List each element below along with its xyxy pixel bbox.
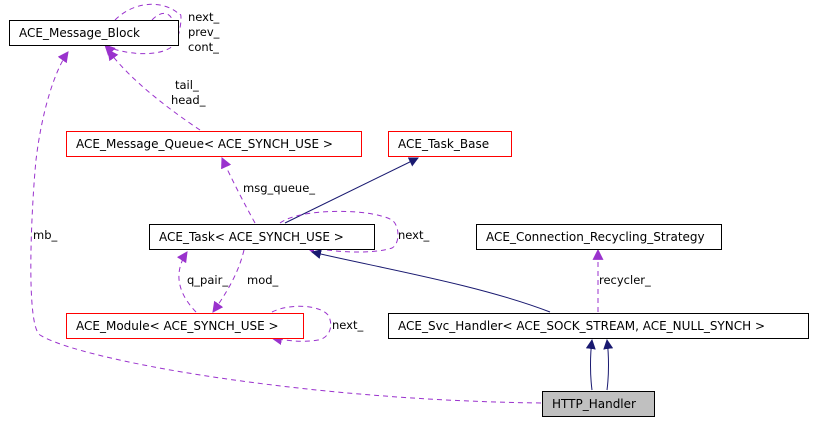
edge-label-mod: mod_	[247, 273, 279, 287]
edge-label-module-next: next_	[332, 318, 364, 332]
node-ace-module[interactable]: ACE_Module< ACE_SYNCH_USE >	[66, 313, 304, 339]
node-http-handler[interactable]: HTTP_Handler	[542, 391, 655, 417]
edge-module-self	[270, 305, 332, 345]
node-ace-task[interactable]: ACE_Task< ACE_SYNCH_USE >	[149, 224, 375, 250]
edge-http-to-svc-2	[603, 339, 614, 391]
node-label: ACE_Module< ACE_SYNCH_USE >	[76, 319, 279, 333]
node-label: ACE_Message_Block	[19, 26, 141, 40]
edge-label-q-pair: q_pair_	[187, 273, 229, 287]
node-ace-connection-recycling-strategy[interactable]: ACE_Connection_Recycling_Strategy	[476, 224, 722, 250]
node-label: ACE_Task< ACE_SYNCH_USE >	[159, 230, 344, 244]
edge-label-recycler: recycler_	[599, 273, 651, 287]
node-ace-svc-handler[interactable]: ACE_Svc_Handler< ACE_SOCK_STREAM, ACE_NU…	[388, 313, 809, 339]
node-label: HTTP_Handler	[552, 397, 636, 411]
edge-label-mb-prev: prev_	[188, 25, 220, 39]
edge-label-tail: tail_	[175, 78, 199, 92]
edge-http-to-svc-1	[585, 339, 596, 391]
edge-task-self	[279, 210, 399, 254]
edge-label-head: head_	[171, 93, 206, 107]
edge-label-mb: mb_	[33, 228, 58, 242]
edge-msg-queue	[221, 156, 256, 224]
edge-label-mb-cont: cont_	[188, 40, 219, 54]
edge-label-mb-next: next_	[188, 10, 220, 24]
node-ace-task-base[interactable]: ACE_Task_Base	[388, 131, 512, 157]
node-ace-message-queue[interactable]: ACE_Message_Queue< ACE_SYNCH_USE >	[66, 131, 362, 157]
edge-svc-to-task	[311, 249, 551, 313]
node-label: ACE_Message_Queue< ACE_SYNCH_USE >	[76, 137, 333, 151]
edge-mb	[30, 51, 542, 404]
edge-q-pair	[176, 251, 197, 313]
edge-label-msg-queue: msg_queue_	[243, 181, 316, 195]
node-label: ACE_Connection_Recycling_Strategy	[486, 230, 705, 244]
edge-mb-self-2	[114, 3, 181, 21]
edge-label-task-next: next_	[398, 228, 430, 242]
edge-queue-to-mb	[107, 49, 201, 131]
node-ace-message-block[interactable]: ACE_Message_Block	[9, 20, 179, 46]
node-label: ACE_Svc_Handler< ACE_SOCK_STREAM, ACE_NU…	[398, 319, 766, 333]
node-label: ACE_Task_Base	[398, 137, 490, 151]
edge-mod	[212, 249, 245, 313]
edge-task-to-taskbase	[284, 157, 419, 224]
